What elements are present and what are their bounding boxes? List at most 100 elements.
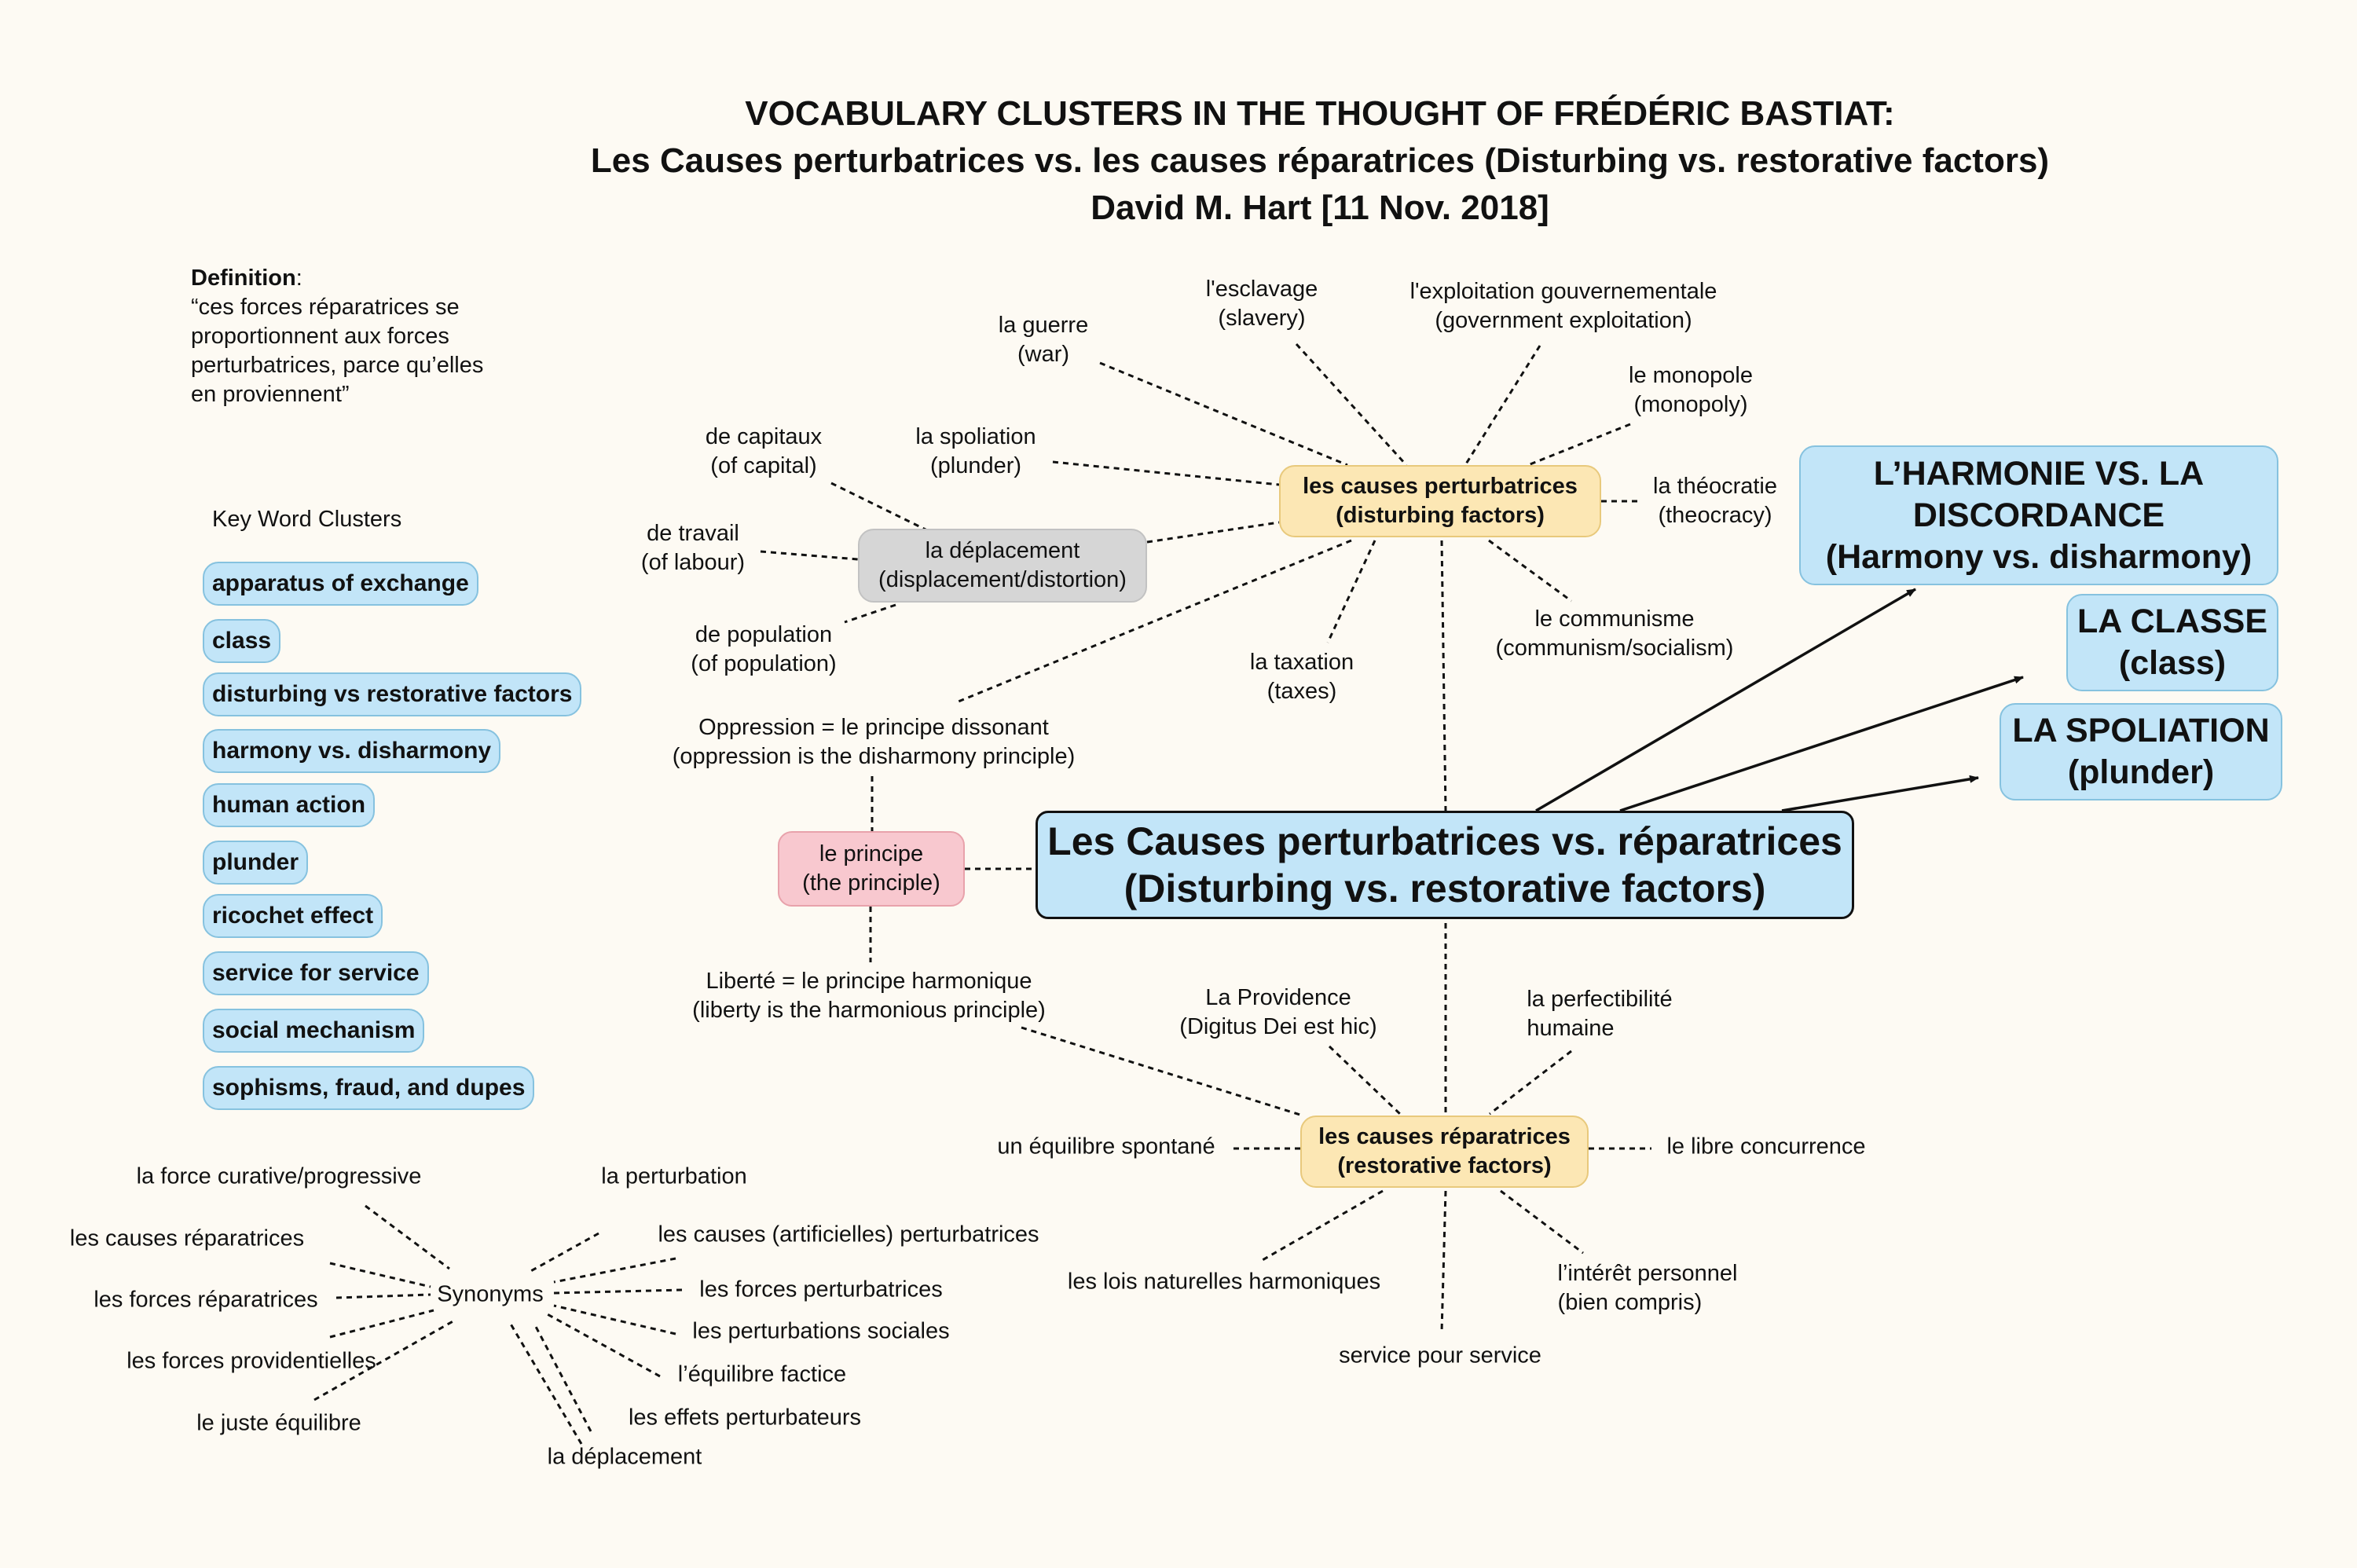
edge-perfectibility — [1489, 1050, 1572, 1116]
edge-syn-factitious — [545, 1312, 661, 1378]
node-war: la guerre(war) — [998, 313, 1089, 367]
cluster-item[interactable]: class — [203, 619, 281, 663]
cluster-item[interactable]: sophisms, fraud, and dupes — [203, 1066, 535, 1110]
cluster-item[interactable]: apparatus of exchange — [203, 562, 478, 606]
key-word-clusters-heading: Key Word Clusters — [212, 507, 402, 532]
restorative-hub-line2: (restorative factors) — [1337, 1153, 1552, 1178]
definition-line: perturbatrices, parce qu’elles — [191, 353, 484, 378]
cluster-item[interactable]: social mechanism — [203, 1009, 425, 1053]
displacement-hub[interactable]: la déplacement (displacement/distortion) — [858, 529, 1147, 603]
class-cluster-node[interactable]: LA CLASSE (class) — [2066, 594, 2278, 691]
node-of-capital: de capitaux(of capital) — [705, 424, 823, 478]
node-taxation: la taxation(taxes) — [1249, 650, 1354, 704]
disturbing-factors-hub[interactable]: les causes perturbatrices (disturbing fa… — [1279, 465, 1601, 537]
edge-syn-causes — [329, 1262, 431, 1288]
syn-artificial-disturbing-causes: les causes (artificielles) perturbatrice… — [658, 1222, 1039, 1247]
syn-factitious-equilibrium: l’équilibre factice — [677, 1361, 847, 1387]
node-service-for-service: service pour service — [1339, 1343, 1541, 1368]
edge-liberty-restorative — [1021, 1026, 1303, 1117]
harmony-line3: (Harmony vs. disharmony) — [1825, 537, 2253, 576]
restorative-hub-line1: les causes réparatrices — [1318, 1124, 1571, 1149]
syn-providential-forces: les forces providentielles — [126, 1348, 376, 1374]
plunder-line1: LA SPOLIATION — [2012, 712, 2270, 749]
edge-syn-displacement — [508, 1321, 583, 1445]
edge-syn-juste — [313, 1318, 456, 1401]
harmony-cluster-node[interactable]: L’HARMONIE VS. LA DISCORDANCE (Harmony v… — [1799, 445, 2278, 585]
edge-capital — [830, 482, 928, 532]
edge-syn-social — [553, 1304, 676, 1335]
cluster-item[interactable]: harmony vs. disharmony — [203, 729, 501, 773]
class-line1: LA CLASSE — [2077, 603, 2268, 640]
edge-monopoly — [1527, 423, 1631, 467]
node-oppression: Oppression = le principe dissonant(oppre… — [672, 715, 1076, 769]
disturbing-hub-line2: (disturbing factors) — [1336, 503, 1545, 528]
central-line2: (Disturbing vs. restorative factors) — [1124, 866, 1766, 910]
edge-plunder-small — [1052, 460, 1280, 486]
node-liberty: Liberté = le principe harmonique(liberty… — [692, 969, 1046, 1023]
definition-label: Definition — [191, 266, 296, 291]
edge-syn-perturbation — [527, 1232, 599, 1274]
cluster-item[interactable]: human action — [203, 783, 376, 827]
plunder-line2: (plunder) — [2067, 753, 2215, 791]
restorative-factors-hub[interactable]: les causes réparatrices (restorative fac… — [1300, 1116, 1589, 1188]
edge-syn-curative — [365, 1204, 450, 1270]
node-providence: La Providence(Digitus Dei est hic) — [1179, 985, 1377, 1039]
node-government-exploitation: l'exploitation gouvernementale(governmen… — [1409, 279, 1717, 333]
node-plunder: la spoliation(plunder) — [915, 424, 1036, 478]
node-slavery: l'esclavage(slavery) — [1205, 277, 1318, 331]
node-communism: le communisme(communism/socialism) — [1495, 606, 1734, 661]
edge-syn-disturbing-forces — [553, 1288, 683, 1295]
title-line3: David M. Hart [11 Nov. 2018] — [1091, 189, 1549, 227]
cluster-item[interactable]: ricochet effect — [203, 894, 383, 938]
central-node[interactable]: Les Causes perturbatrices vs. réparatric… — [1036, 811, 1854, 919]
edge-syn-artificial — [553, 1257, 676, 1284]
edge-population — [844, 603, 896, 624]
class-line2: (class) — [2118, 644, 2227, 682]
node-self-interest: l’intérêt personnel(bien compris) — [1557, 1261, 1738, 1315]
arrow-to-plunder — [1781, 775, 1979, 812]
syn-disturbing-forces: les forces perturbatrices — [699, 1277, 943, 1302]
syn-restorative-causes: les causes réparatrices — [69, 1225, 305, 1251]
displacement-hub-line2: (displacement/distortion) — [878, 567, 1127, 592]
edge-providence — [1328, 1045, 1402, 1116]
edge-service — [1440, 1190, 1447, 1332]
edge-displacement-hub — [1146, 521, 1280, 544]
node-free-competition: le libre concurrence — [1666, 1134, 1866, 1160]
syn-just-equilibrium: le juste équilibre — [196, 1410, 361, 1436]
central-line1: Les Causes perturbatrices vs. réparatric… — [1047, 819, 1842, 863]
principle-line2: (the principle) — [802, 870, 940, 896]
cluster-item[interactable]: service for service — [203, 951, 429, 995]
edge-slavery — [1295, 343, 1408, 467]
arrow-to-class — [1619, 676, 2024, 812]
definition-line: en proviennent” — [191, 382, 350, 407]
edge-self-interest — [1500, 1189, 1584, 1255]
disturbing-hub-line1: les causes perturbatrices — [1303, 474, 1578, 499]
definition-line: proportionnent aux forces — [191, 324, 449, 349]
displacement-hub-line1: la déplacement — [925, 538, 1080, 563]
cluster-item[interactable]: disturbing vs restorative factors — [203, 672, 582, 716]
edge-exploitation — [1464, 345, 1541, 466]
edge-syn-providential — [329, 1309, 434, 1339]
edge-main-up — [1440, 540, 1447, 811]
principle-hub[interactable]: le principe (the principle) — [778, 831, 965, 907]
synonyms-hub: Synonyms — [437, 1281, 544, 1307]
definition-block: Definition: “ces forces réparatrices se … — [191, 264, 483, 409]
edge-war — [1099, 361, 1348, 467]
plunder-cluster-node[interactable]: LA SPOLIATION (plunder) — [2000, 703, 2282, 800]
node-of-population: de population(of population) — [691, 622, 837, 676]
node-spontaneous-equilibrium: un équilibre spontané — [997, 1134, 1215, 1160]
harmony-line1: L’HARMONIE VS. LA — [1873, 454, 2205, 493]
node-monopoly: le monopole(monopoly) — [1629, 363, 1753, 417]
edge-natural-laws — [1260, 1189, 1384, 1262]
title-line2: Les Causes perturbatrices vs. les causes… — [590, 141, 2050, 180]
node-of-labour: de travail(of labour) — [640, 521, 746, 575]
cluster-item[interactable]: plunder — [203, 841, 308, 885]
edge-syn-forces — [335, 1293, 431, 1299]
diagram-title: VOCABULARY CLUSTERS IN THE THOUGHT OF FR… — [141, 90, 2357, 232]
syn-displacement: la déplacement — [547, 1444, 702, 1470]
syn-restorative-forces: les forces réparatrices — [93, 1287, 318, 1313]
definition-line: “ces forces réparatrices se — [191, 295, 460, 320]
syn-perturbation: la perturbation — [601, 1163, 747, 1189]
